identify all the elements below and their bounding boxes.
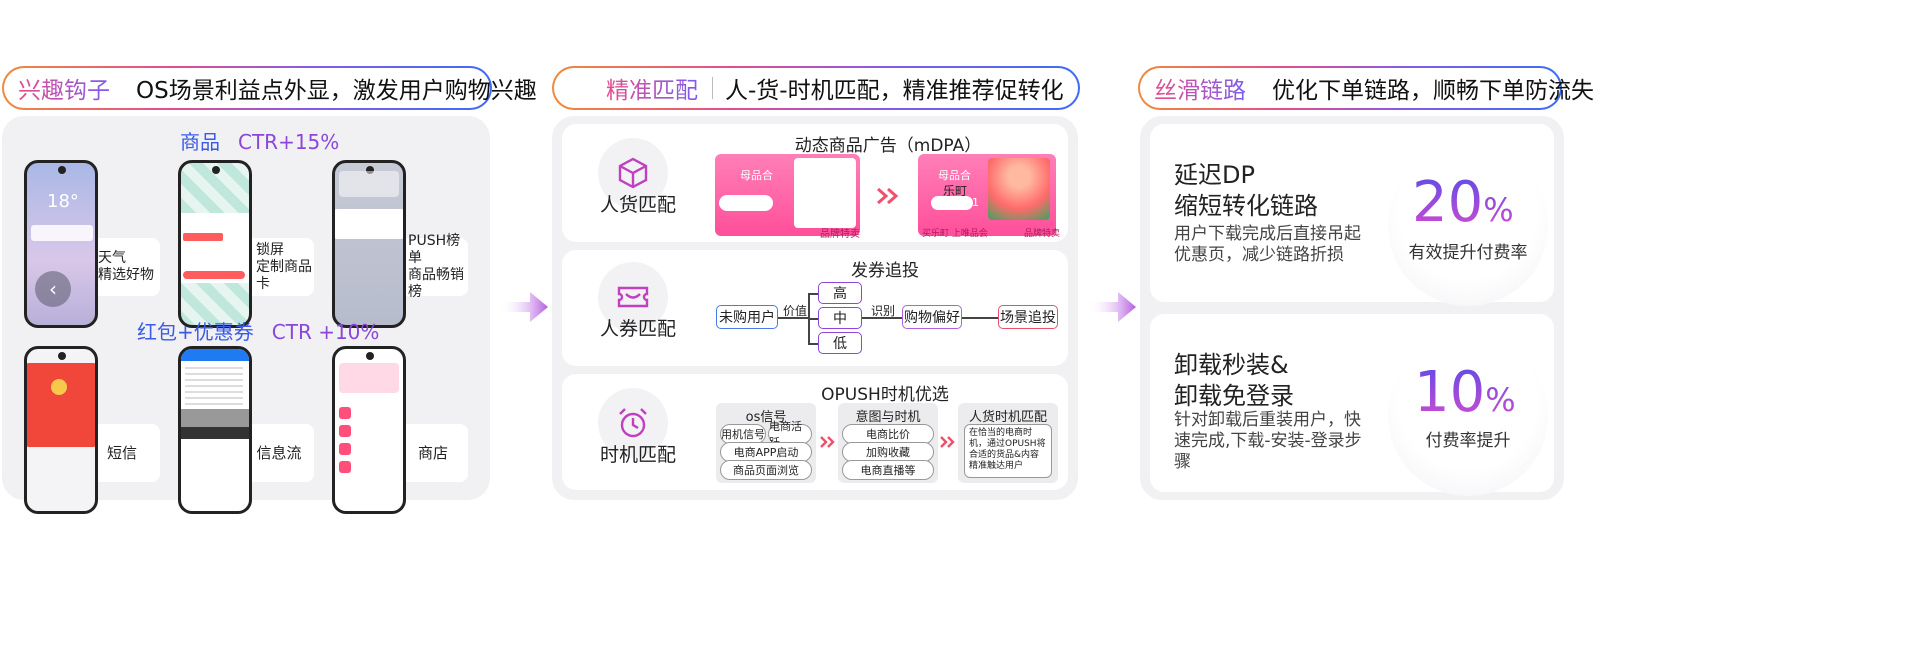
label-text: 短信: [106, 443, 137, 462]
edge-value: 价值: [783, 304, 808, 318]
section-desc: OS场景利益点外显，激发用户购物兴趣: [136, 78, 537, 104]
card-desc: 针对卸载后重装用户，快速完成,下载-安装-登录步骤: [1174, 410, 1362, 472]
ad1-bottom: 品牌特卖: [820, 229, 860, 240]
title-line: 延迟DP: [1174, 161, 1255, 189]
tag-signal: 电商APP启动: [720, 442, 812, 462]
title-opush: OPUSH时机优选: [821, 385, 949, 405]
section-header-match: 精准匹配 人-货-时机匹配，精准推荐促转化: [552, 66, 1080, 110]
row-label-goods: 人货匹配: [600, 194, 677, 216]
title-line: 缩短转化链路: [1174, 192, 1318, 220]
row-label-coupon: 人券匹配: [600, 318, 677, 340]
stat-value: 20: [1412, 170, 1484, 235]
tag-signal: 商品页面浏览: [720, 460, 812, 480]
match-text: 在恰当的电商时机，通过OPUSH将合适的货品&内容精准触达用户: [964, 424, 1052, 478]
stat-sub: 有效提升付费率: [1408, 243, 1528, 263]
flow-arrow-icon: [1088, 292, 1136, 322]
label-line: 精选好物: [98, 267, 154, 283]
label-feed: 信息流: [244, 424, 314, 482]
box-icon-wrap: [598, 138, 668, 208]
row1-title: 商品: [180, 130, 220, 154]
ad2-price: ¥181: [951, 196, 979, 209]
ad1-tag: 母品合: [740, 169, 773, 182]
ad2-bottom: 品牌特卖: [1024, 229, 1061, 239]
tag-intent: 加购收藏: [842, 442, 934, 462]
tag-signal: 用机信号: [720, 424, 766, 444]
title-mdpa: 动态商品广告（mDPA）: [794, 136, 982, 156]
row1-ctr-value: CTR+15%: [238, 130, 340, 154]
coupon-icon-wrap: [598, 262, 668, 332]
stat-circle: [1388, 146, 1548, 306]
label-push: PUSH榜单商品畅销榜: [398, 233, 468, 300]
ad2-brand: 乐町: [943, 184, 968, 198]
col-head: 意图与时机: [855, 410, 921, 425]
tag-signal: 电商活跃: [768, 420, 812, 449]
alarm-icon-wrap: [598, 388, 668, 458]
label-line: 锁屏: [256, 241, 284, 258]
section-key: 精准匹配: [606, 71, 698, 105]
title-line: 卸载免登录: [1174, 382, 1294, 410]
section-header-smooth: 丝滑链路优化下单链路，顺畅下单防流失: [1138, 66, 1594, 110]
label-line: 天气: [98, 250, 126, 266]
card-title: 延迟DP 缩短转化链路: [1174, 160, 1318, 222]
label-text: 商店: [417, 443, 448, 462]
stat-unit: %: [1485, 381, 1516, 419]
row2-ctr-value: CTR +10%: [271, 320, 380, 344]
section-header-interest: 兴趣钩子 OS场景利益点外显，激发用户购物兴趣: [2, 66, 537, 110]
node-high: 高: [818, 282, 862, 304]
double-chevron-icon: [820, 436, 835, 448]
phone-sms: [24, 346, 98, 514]
label-text: 信息流: [256, 443, 302, 462]
stat-sub: 付费率提升: [1425, 431, 1511, 451]
edge-identify: 识别: [871, 304, 896, 318]
node-mid: 中: [818, 307, 862, 329]
section-key: 兴趣钩子: [18, 71, 110, 105]
node-scene-retarget: 场景追投: [998, 305, 1058, 329]
ad2-tag: 母品合: [938, 169, 971, 182]
card-desc: 用户下载完成后直接吊起优惠页，减少链路折损: [1174, 224, 1361, 265]
stat-value: 10: [1414, 360, 1486, 425]
double-chevron-icon: [940, 436, 955, 448]
label-line: 定制商品卡: [256, 258, 312, 292]
double-chevron-icon: [877, 188, 899, 204]
title-line: 卸载秒装&: [1174, 351, 1289, 379]
title-coupon: 发券追投: [851, 261, 919, 281]
stat-unit: %: [1483, 191, 1514, 229]
col-head: 人货时机匹配: [968, 410, 1047, 425]
back-icon[interactable]: ‹: [35, 271, 71, 307]
label-line: 商品畅销榜: [408, 267, 464, 300]
stat-number: 10%: [1414, 360, 1516, 425]
weather-temp: 18°: [47, 191, 79, 212]
label-line: PUSH榜单: [408, 233, 461, 266]
tag-intent: 电商比价: [842, 424, 934, 444]
alarm-clock-icon: [619, 408, 647, 438]
label-weather: 天气精选好物: [88, 238, 160, 296]
node-unpurchased: 未购用户: [716, 305, 778, 329]
section-desc: 人-货-时机匹配，精准推荐促转化: [725, 78, 1064, 104]
tag-intent: 电商直播等: [842, 460, 934, 480]
phone-push: [332, 160, 406, 328]
label-store: 商店: [398, 424, 468, 482]
box-icon: [618, 157, 648, 189]
ad2-bottom-left: 买乐町 上唯品会: [922, 229, 988, 239]
card-title: 卸载秒装&卸载免登录: [1174, 350, 1294, 412]
node-preference: 购物偏好: [902, 305, 962, 329]
section-key: 丝滑链路: [1154, 71, 1246, 105]
section-desc: 优化下单链路，顺畅下单防流失: [1272, 78, 1594, 104]
stat-circle: [1388, 336, 1548, 496]
ad2-image: [988, 158, 1050, 220]
row-label-timing: 时机匹配: [600, 444, 677, 466]
phone-lockscreen: [178, 160, 252, 328]
row2-ctr: 红包+优惠券 CTR +10%: [137, 316, 379, 345]
flow-arrow-icon: [500, 292, 548, 322]
row2-title: 红包+优惠券: [137, 320, 254, 344]
phone-feed: [178, 346, 252, 514]
label-lockscreen: 锁屏定制商品卡: [246, 238, 314, 296]
coupon-icon: [617, 286, 649, 308]
row1-ctr: 商品 CTR+15%: [180, 126, 339, 155]
stat-number: 20%: [1412, 170, 1514, 235]
phone-weather: 18° ‹: [24, 160, 98, 328]
phone-store: [332, 346, 406, 514]
col-head: os信号: [745, 410, 787, 425]
node-low: 低: [818, 332, 862, 354]
